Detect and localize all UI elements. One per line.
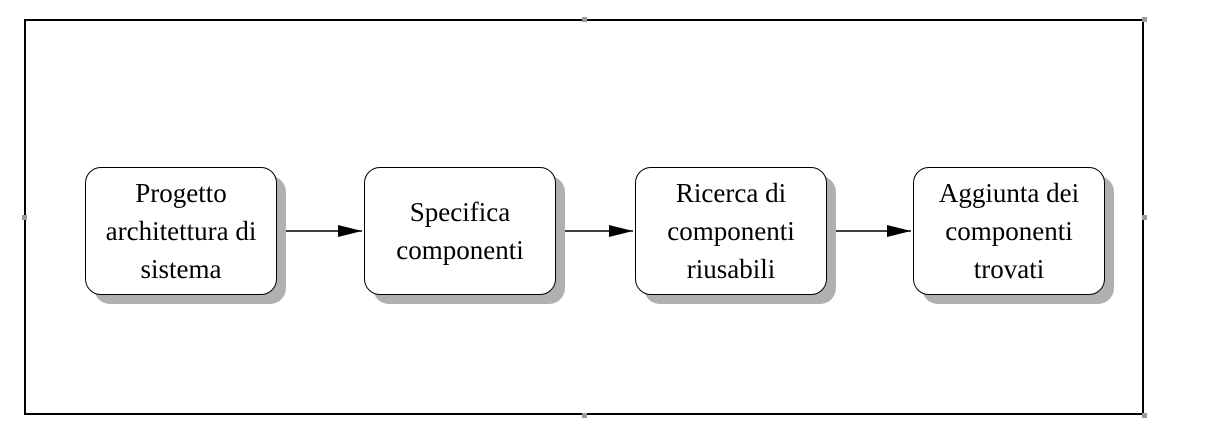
- frame-handle: [1142, 17, 1147, 22]
- step-box-specifica-componenti: Specifica componenti: [364, 167, 556, 295]
- step-label: Aggiunta dei componenti trovati: [938, 178, 1080, 284]
- step-box-ricerca-componenti: Ricerca di componenti riusabili: [635, 167, 827, 295]
- frame-handle: [582, 17, 587, 22]
- step-box-aggiunta-componenti: Aggiunta dei componenti trovati: [913, 167, 1105, 295]
- frame-handle: [1142, 215, 1147, 220]
- frame-handle: [22, 215, 27, 220]
- frame-handle: [1142, 413, 1147, 418]
- step-label: Ricerca di componenti riusabili: [667, 178, 795, 284]
- step-box-progetto-architettura: Progetto architettura di sistema: [85, 167, 277, 295]
- step-label: Specifica componenti: [396, 197, 524, 265]
- step-label: Progetto architettura di sistema: [105, 178, 257, 284]
- frame-handle: [582, 413, 587, 418]
